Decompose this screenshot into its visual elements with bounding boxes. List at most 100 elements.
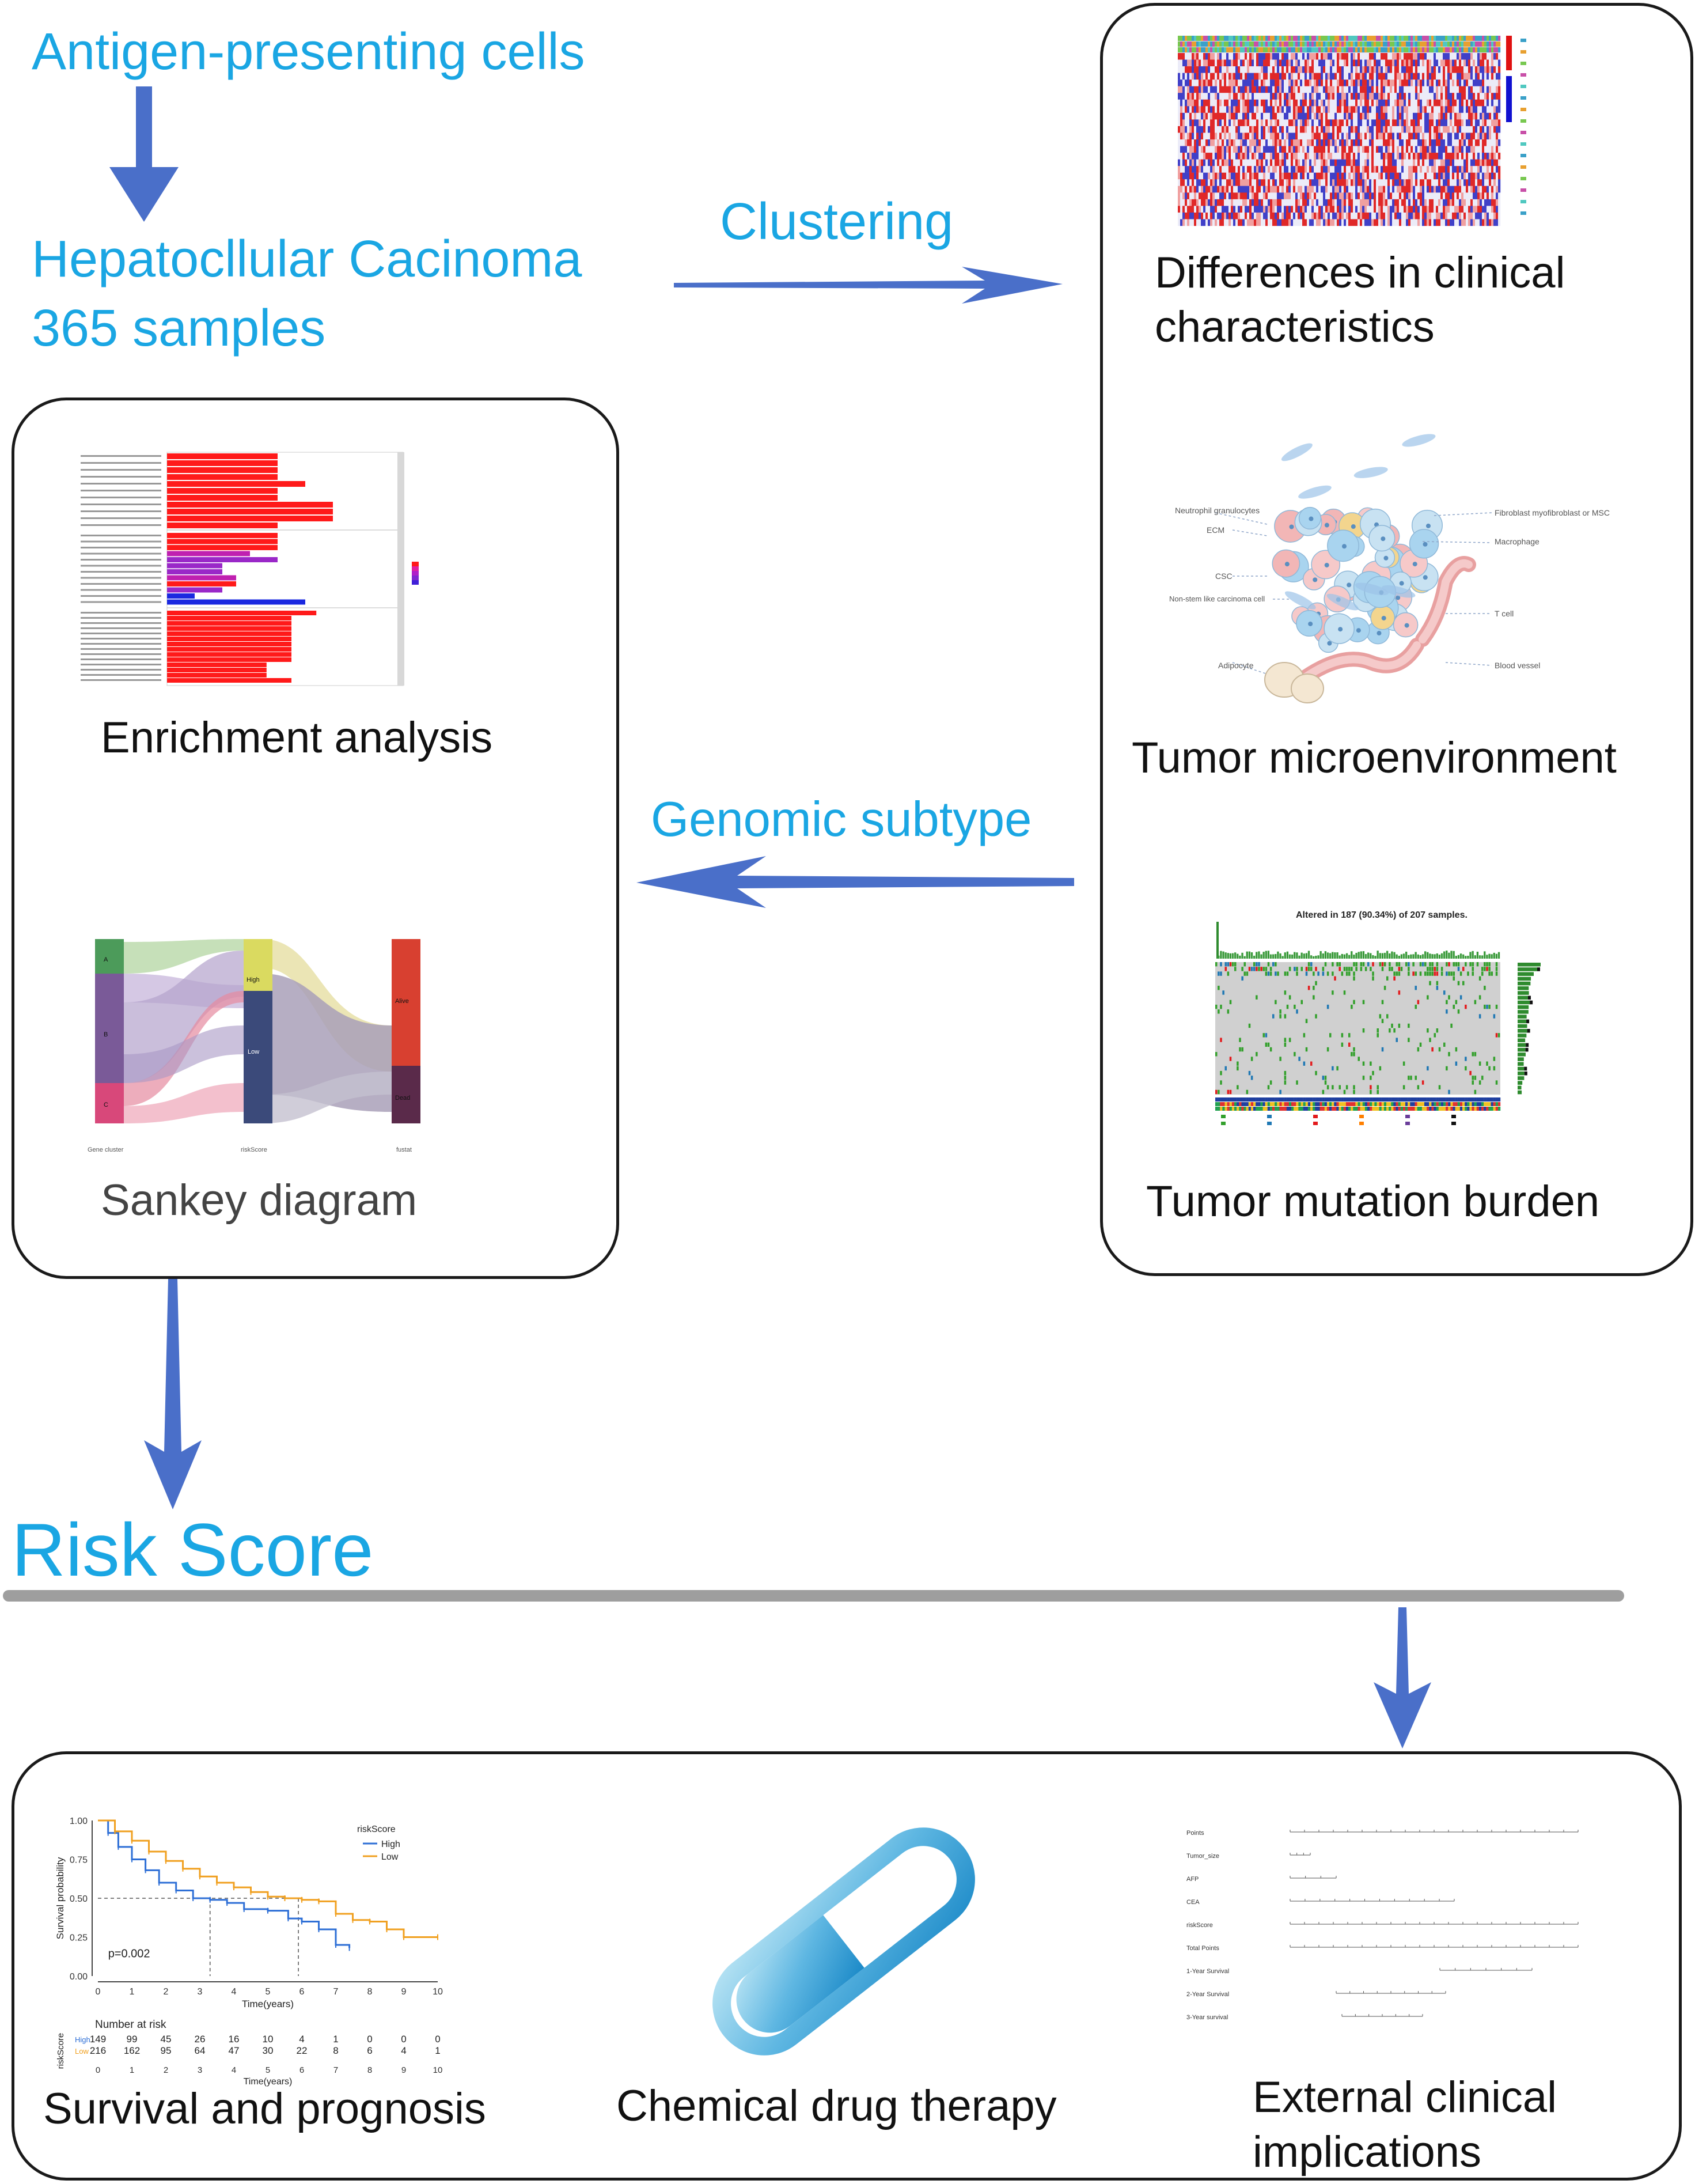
heatmap-cell xyxy=(1334,219,1337,226)
heatmap-cell xyxy=(1353,93,1356,100)
tmb-mutation-cell xyxy=(1438,1085,1441,1089)
tmb-top-bar xyxy=(1265,951,1267,959)
heatmap-cell xyxy=(1385,179,1388,186)
heatmap-cell xyxy=(1408,159,1411,166)
heatmap-cell xyxy=(1185,192,1188,200)
heatmap-cell xyxy=(1383,53,1386,60)
heatmap-cell xyxy=(1302,172,1305,180)
tmb-mutation-cell xyxy=(1315,981,1317,986)
heatmap-annotation-cell xyxy=(1265,47,1268,52)
heatmap-annotation-cell xyxy=(1443,36,1446,41)
heatmap-cell xyxy=(1256,133,1259,140)
heatmap-cell xyxy=(1318,212,1321,219)
heatmap-cell xyxy=(1463,119,1466,127)
heatmap-cell xyxy=(1410,206,1413,213)
tmb-top-bar xyxy=(1256,952,1258,959)
heatmap-legend-swatch xyxy=(1520,188,1526,192)
heatmap-cell xyxy=(1410,133,1413,140)
heatmap-cell xyxy=(1427,99,1429,107)
tmb-top-bar xyxy=(1434,954,1436,959)
heatmap-cell xyxy=(1399,192,1402,200)
heatmap-cell xyxy=(1215,146,1218,153)
tme-cell-nucleus xyxy=(1423,542,1428,547)
heatmap-cell xyxy=(1307,159,1310,166)
heatmap-annotation-cell xyxy=(1332,41,1335,47)
heatmap-cell xyxy=(1268,172,1271,180)
tmb-mutation-cell xyxy=(1310,967,1313,971)
heatmap-cell xyxy=(1417,212,1420,219)
heatmap-cell xyxy=(1484,59,1487,67)
tmb-annotation-cell xyxy=(1291,1097,1294,1102)
tmb-annotation-cell xyxy=(1355,1097,1358,1102)
tme-cell-nucleus xyxy=(1324,523,1329,528)
heatmap-cell xyxy=(1305,206,1307,213)
heatmap-cell xyxy=(1258,119,1261,127)
heatmap-cell xyxy=(1201,212,1204,219)
heatmap-cell xyxy=(1434,59,1436,67)
tmb-annotation-cell xyxy=(1450,1102,1453,1106)
tmb-mutation-cell xyxy=(1493,1066,1496,1071)
heatmap-cell xyxy=(1298,80,1300,86)
heatmap-cell xyxy=(1360,119,1363,127)
heatmap-cell xyxy=(1452,192,1455,200)
heatmap-cell xyxy=(1210,93,1213,100)
tmb-mutation-cell xyxy=(1424,971,1427,976)
heatmap-cell xyxy=(1286,80,1289,86)
tmb-annotation-cell xyxy=(1481,1102,1484,1106)
heatmap-cell xyxy=(1178,133,1181,140)
heatmap-cell xyxy=(1487,212,1489,219)
heatmap-legend-swatch xyxy=(1520,108,1526,111)
tmb-annotation-cell xyxy=(1279,1102,1282,1106)
heatmap-cell xyxy=(1238,106,1241,113)
heatmap-cell xyxy=(1330,119,1333,127)
heatmap-cell xyxy=(1245,186,1247,193)
heatmap-cell xyxy=(1321,159,1324,166)
heatmap-cell xyxy=(1434,80,1436,86)
tmb-annotation-cell xyxy=(1438,1102,1442,1106)
heatmap-cell xyxy=(1222,119,1224,127)
heatmap-cell xyxy=(1344,126,1347,133)
tmb-top-bar xyxy=(1472,951,1474,959)
heatmap-cell xyxy=(1252,66,1254,73)
heatmap-cell xyxy=(1470,99,1473,107)
heatmap-cell xyxy=(1496,80,1499,86)
heatmap-cell xyxy=(1493,106,1496,113)
heatmap-cell xyxy=(1387,99,1390,107)
heatmap-cell xyxy=(1212,146,1215,153)
heatmap-cell xyxy=(1268,106,1271,113)
tmb-mutation-cell xyxy=(1284,990,1287,995)
heatmap-cell xyxy=(1252,186,1254,193)
tmb-annotation-cell xyxy=(1253,1107,1256,1111)
heatmap-cell xyxy=(1270,153,1273,160)
heatmap-cell xyxy=(1493,146,1496,153)
heatmap-cell xyxy=(1305,86,1307,93)
heatmap-cell xyxy=(1182,179,1185,186)
heatmap-annotation-cell xyxy=(1199,41,1201,47)
heatmap-cell xyxy=(1450,206,1453,213)
heatmap-cell xyxy=(1484,206,1487,213)
heatmap-cell xyxy=(1228,212,1231,219)
heatmap-annotation-cell xyxy=(1381,47,1383,52)
heatmap-cell xyxy=(1286,93,1289,100)
heatmap-cell xyxy=(1256,206,1259,213)
heatmap-cell xyxy=(1245,53,1247,60)
tmb-annotation-cell xyxy=(1313,1097,1315,1102)
heatmap-cell xyxy=(1457,119,1459,127)
heatmap-cell xyxy=(1277,53,1280,60)
heatmap-cell xyxy=(1185,172,1188,180)
heatmap-cell xyxy=(1383,112,1386,120)
tmb-mutation-cell xyxy=(1234,962,1237,967)
tmb-annotation-cell xyxy=(1220,1097,1223,1102)
heatmap-cell xyxy=(1205,99,1208,107)
heatmap-cell xyxy=(1450,153,1453,160)
tmb-top-bar xyxy=(1372,955,1374,959)
heatmap-cell xyxy=(1189,126,1192,133)
heatmap-cell xyxy=(1268,73,1271,80)
heatmap-cell xyxy=(1281,186,1284,193)
heatmap-cell xyxy=(1180,172,1183,180)
heatmap-cell xyxy=(1376,126,1379,133)
heatmap-cell xyxy=(1348,112,1351,120)
tmb-mutation-cell xyxy=(1215,962,1218,967)
heatmap-cell xyxy=(1332,106,1335,113)
heatmap-cell xyxy=(1410,179,1413,186)
